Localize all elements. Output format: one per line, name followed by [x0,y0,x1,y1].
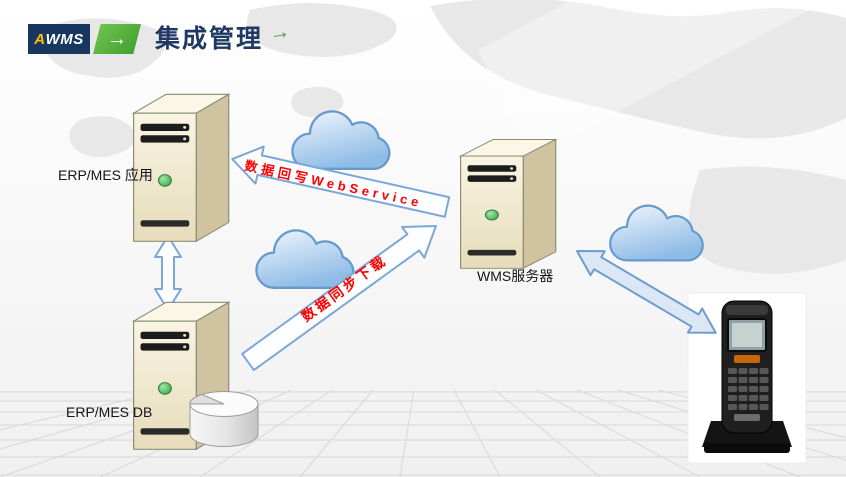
node-label-erp-db: ERP/MES DB [66,404,153,420]
bidirectional-arrow-app-db [154,235,182,311]
logo-prefix: A [34,30,46,48]
awms-logo: A WMS [28,24,90,54]
cloud-icon-top [291,110,391,170]
server-icon-wms [460,138,557,269]
logo-arrow-badge: → [93,24,141,54]
node-label-erp-app: ERP/MES 应用 [58,167,153,183]
logo-text: WMS [45,30,84,48]
database-pie-icon [189,391,259,447]
header: A WMS → 集成管理 → [28,19,292,54]
light-streak [477,0,846,157]
bidirectional-arrow-wms-handheld [576,250,717,334]
node-label-wms: WMS服务器 [477,268,554,284]
sync-download-arrow [241,224,437,372]
page-title: 集成管理 [155,24,264,53]
world-map-silhouette [40,0,846,274]
writeback-arrow [231,145,451,218]
arrow-right-icon: → [107,28,127,50]
title-arrow-icon: → [267,18,292,46]
cloud-icon-right [609,204,704,262]
handheld-terminal-image [687,292,807,464]
